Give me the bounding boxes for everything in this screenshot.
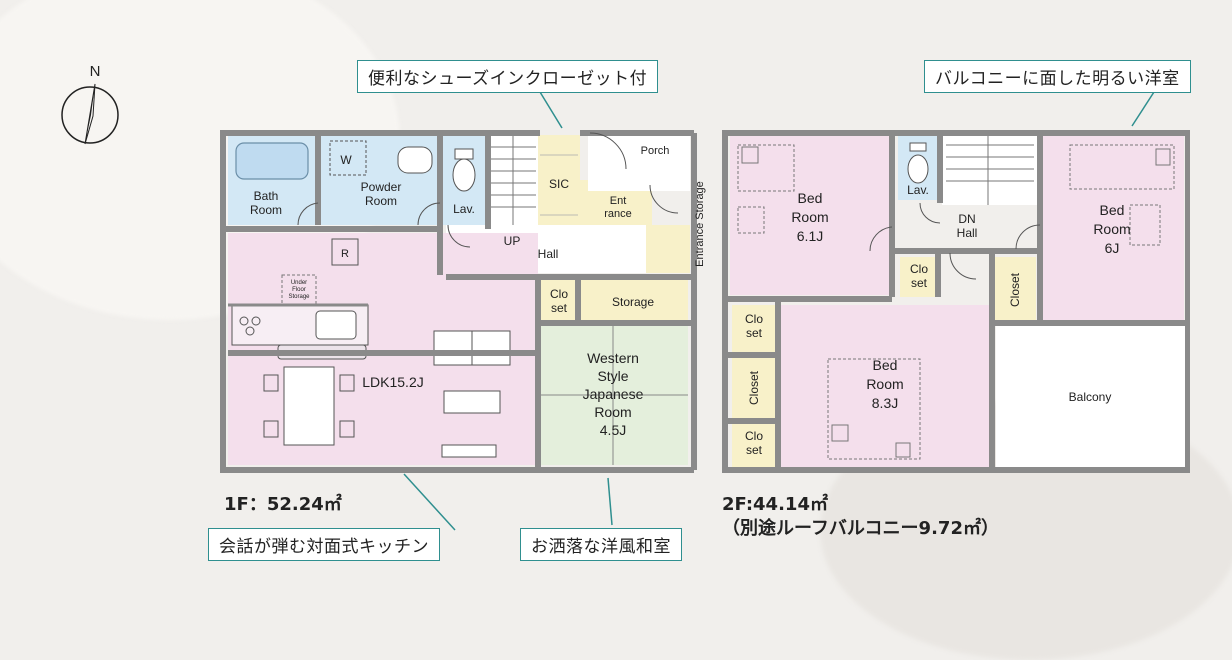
stairs-icon-2f — [946, 135, 1034, 205]
toilet-icon — [452, 158, 476, 192]
stairs-icon — [490, 135, 536, 225]
dining-table-icon — [283, 366, 335, 446]
bed-room-3 — [780, 305, 994, 467]
bed-icon-2 — [1069, 144, 1175, 190]
closet-2f-e — [732, 423, 776, 467]
callout-japanese-room: お洒落な洋風和室 — [520, 528, 682, 561]
closet-2f-c — [732, 305, 776, 353]
ldk-label: LDK15.2J — [362, 374, 423, 390]
refrigerator-icon — [331, 238, 359, 266]
tatami-lines — [538, 325, 688, 465]
sink-icon — [397, 146, 433, 174]
door-swings-1f — [297, 132, 679, 248]
up-label: UP — [504, 234, 521, 248]
compass-icon: N — [61, 63, 119, 145]
coffee-table-icon — [443, 390, 501, 414]
callout-balcony-room: バルコニーに面した明るい洋室 — [924, 60, 1191, 93]
compass-label: N — [90, 63, 101, 80]
hall-label-1f: Hall — [538, 247, 559, 261]
closet-2f-a — [900, 257, 938, 297]
stairs-area-2f — [942, 135, 1038, 205]
washer-label: W — [340, 153, 352, 167]
washer-icon — [329, 140, 367, 176]
floor-plan-1f: W R — [220, 130, 697, 473]
closet-label-2f-b: Closet — [1008, 272, 1022, 307]
dining-chairs — [263, 374, 355, 438]
walls-2f — [722, 130, 1190, 473]
sic-shelves — [540, 154, 578, 216]
floor2-area-note: （別途ルーフバルコニー9.72㎡） — [722, 518, 999, 539]
bathtub-icon — [235, 142, 309, 180]
callout-kitchen: 会話が弾む対面式キッチン — [208, 528, 440, 561]
balcony — [996, 325, 1186, 470]
walls-1f — [220, 130, 697, 473]
closet-label-2f-d: Closet — [747, 370, 761, 405]
sic-label: SIC — [549, 177, 569, 191]
balcony-label: Balcony — [1069, 390, 1112, 404]
lav-label-2f: Lav. — [907, 183, 929, 197]
closet-2f-b — [994, 257, 1036, 323]
lav-label-1f: Lav. — [453, 202, 475, 216]
callout-shoes-closet: 便利なシューズインクローゼット付 — [357, 60, 659, 93]
floor2-area: 2F:44.14㎡ — [722, 494, 828, 515]
shoes-in-closet — [538, 135, 580, 235]
entrance-storage-label: Entrance Storage — [694, 181, 706, 267]
kitchen-sink-icon — [315, 310, 357, 340]
door-swings-2f — [869, 202, 1041, 280]
entrance-storage-area — [646, 225, 690, 273]
closet-2f-d — [732, 357, 776, 419]
stove-icon — [239, 316, 261, 336]
bed-icon-1 — [737, 144, 795, 192]
refrigerator-label: R — [341, 248, 349, 260]
tv-board-icon — [441, 444, 497, 458]
toilet-icon-2f — [907, 154, 929, 184]
porch-label: Porch — [641, 145, 670, 157]
closet-1f — [538, 280, 578, 325]
bed-icon-3 — [827, 358, 921, 460]
storage-1f — [578, 280, 688, 325]
floor1-area: 1F：52.24㎡ — [224, 494, 342, 515]
bed-room-2 — [1042, 135, 1184, 323]
storage-label-1f: Storage — [612, 295, 654, 309]
bed-room-1 — [730, 135, 890, 295]
porch — [588, 133, 690, 191]
